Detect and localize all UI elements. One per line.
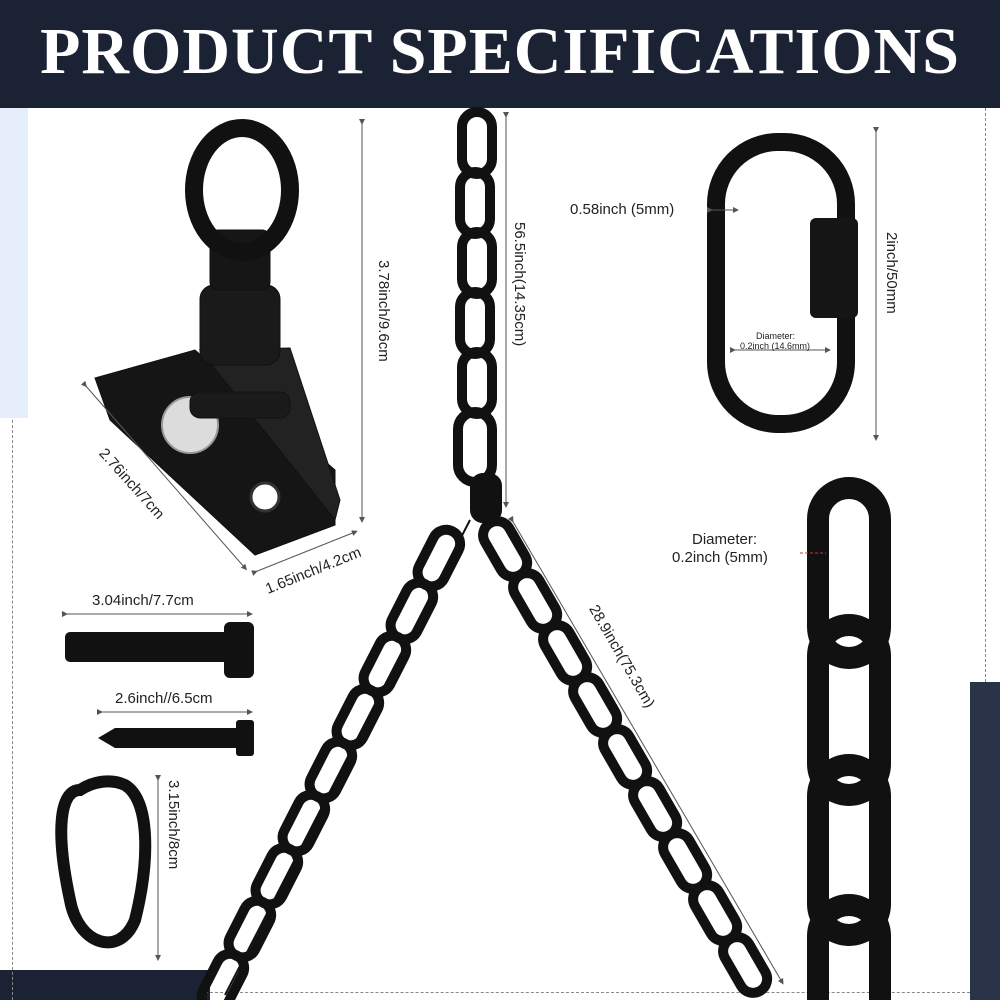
accent-block-bottom: [0, 970, 210, 1000]
carabiner-icon: [55, 775, 152, 949]
lag-screw-icon: [98, 720, 254, 756]
swivel-height-label: 3.78inch/9.6cm: [375, 260, 392, 362]
quick-link-diameter-title: Diameter:: [756, 331, 796, 341]
dashed-guide-right: [985, 108, 986, 682]
accent-block-right: [970, 682, 1000, 1000]
accent-block-left: [0, 108, 28, 418]
chain-icon: [453, 107, 502, 523]
quick-link-width-label: 0.58inch (5mm): [570, 201, 675, 218]
screw-length-label: 2.6inch//6.5cm: [115, 690, 213, 707]
header-banner: [0, 0, 1000, 108]
carabiner-height-label: 3.15inch/8cm: [165, 780, 182, 870]
quick-link-diameter-value: 0.2inch (14.6mm): [740, 341, 811, 351]
chain-diameter-value: 0.2inch (5mm): [672, 549, 768, 566]
bolt-icon: [65, 622, 254, 678]
dashed-guide-bottom: [205, 992, 970, 993]
chain-diameter-title: Diameter:: [692, 531, 758, 548]
chain-upper-length-label: 56.5inch(14.35cm): [511, 222, 528, 347]
dashed-guide-left: [12, 420, 13, 1000]
bolt-length-label: 3.04inch/7.7cm: [92, 592, 194, 609]
page-title: PRODUCT SPECIFICATIONS: [40, 15, 960, 88]
quick-link-icon: [707, 133, 858, 433]
quick-link-height-label: 2inch/50mm: [883, 232, 900, 314]
large-chain-icon: [807, 477, 891, 1000]
